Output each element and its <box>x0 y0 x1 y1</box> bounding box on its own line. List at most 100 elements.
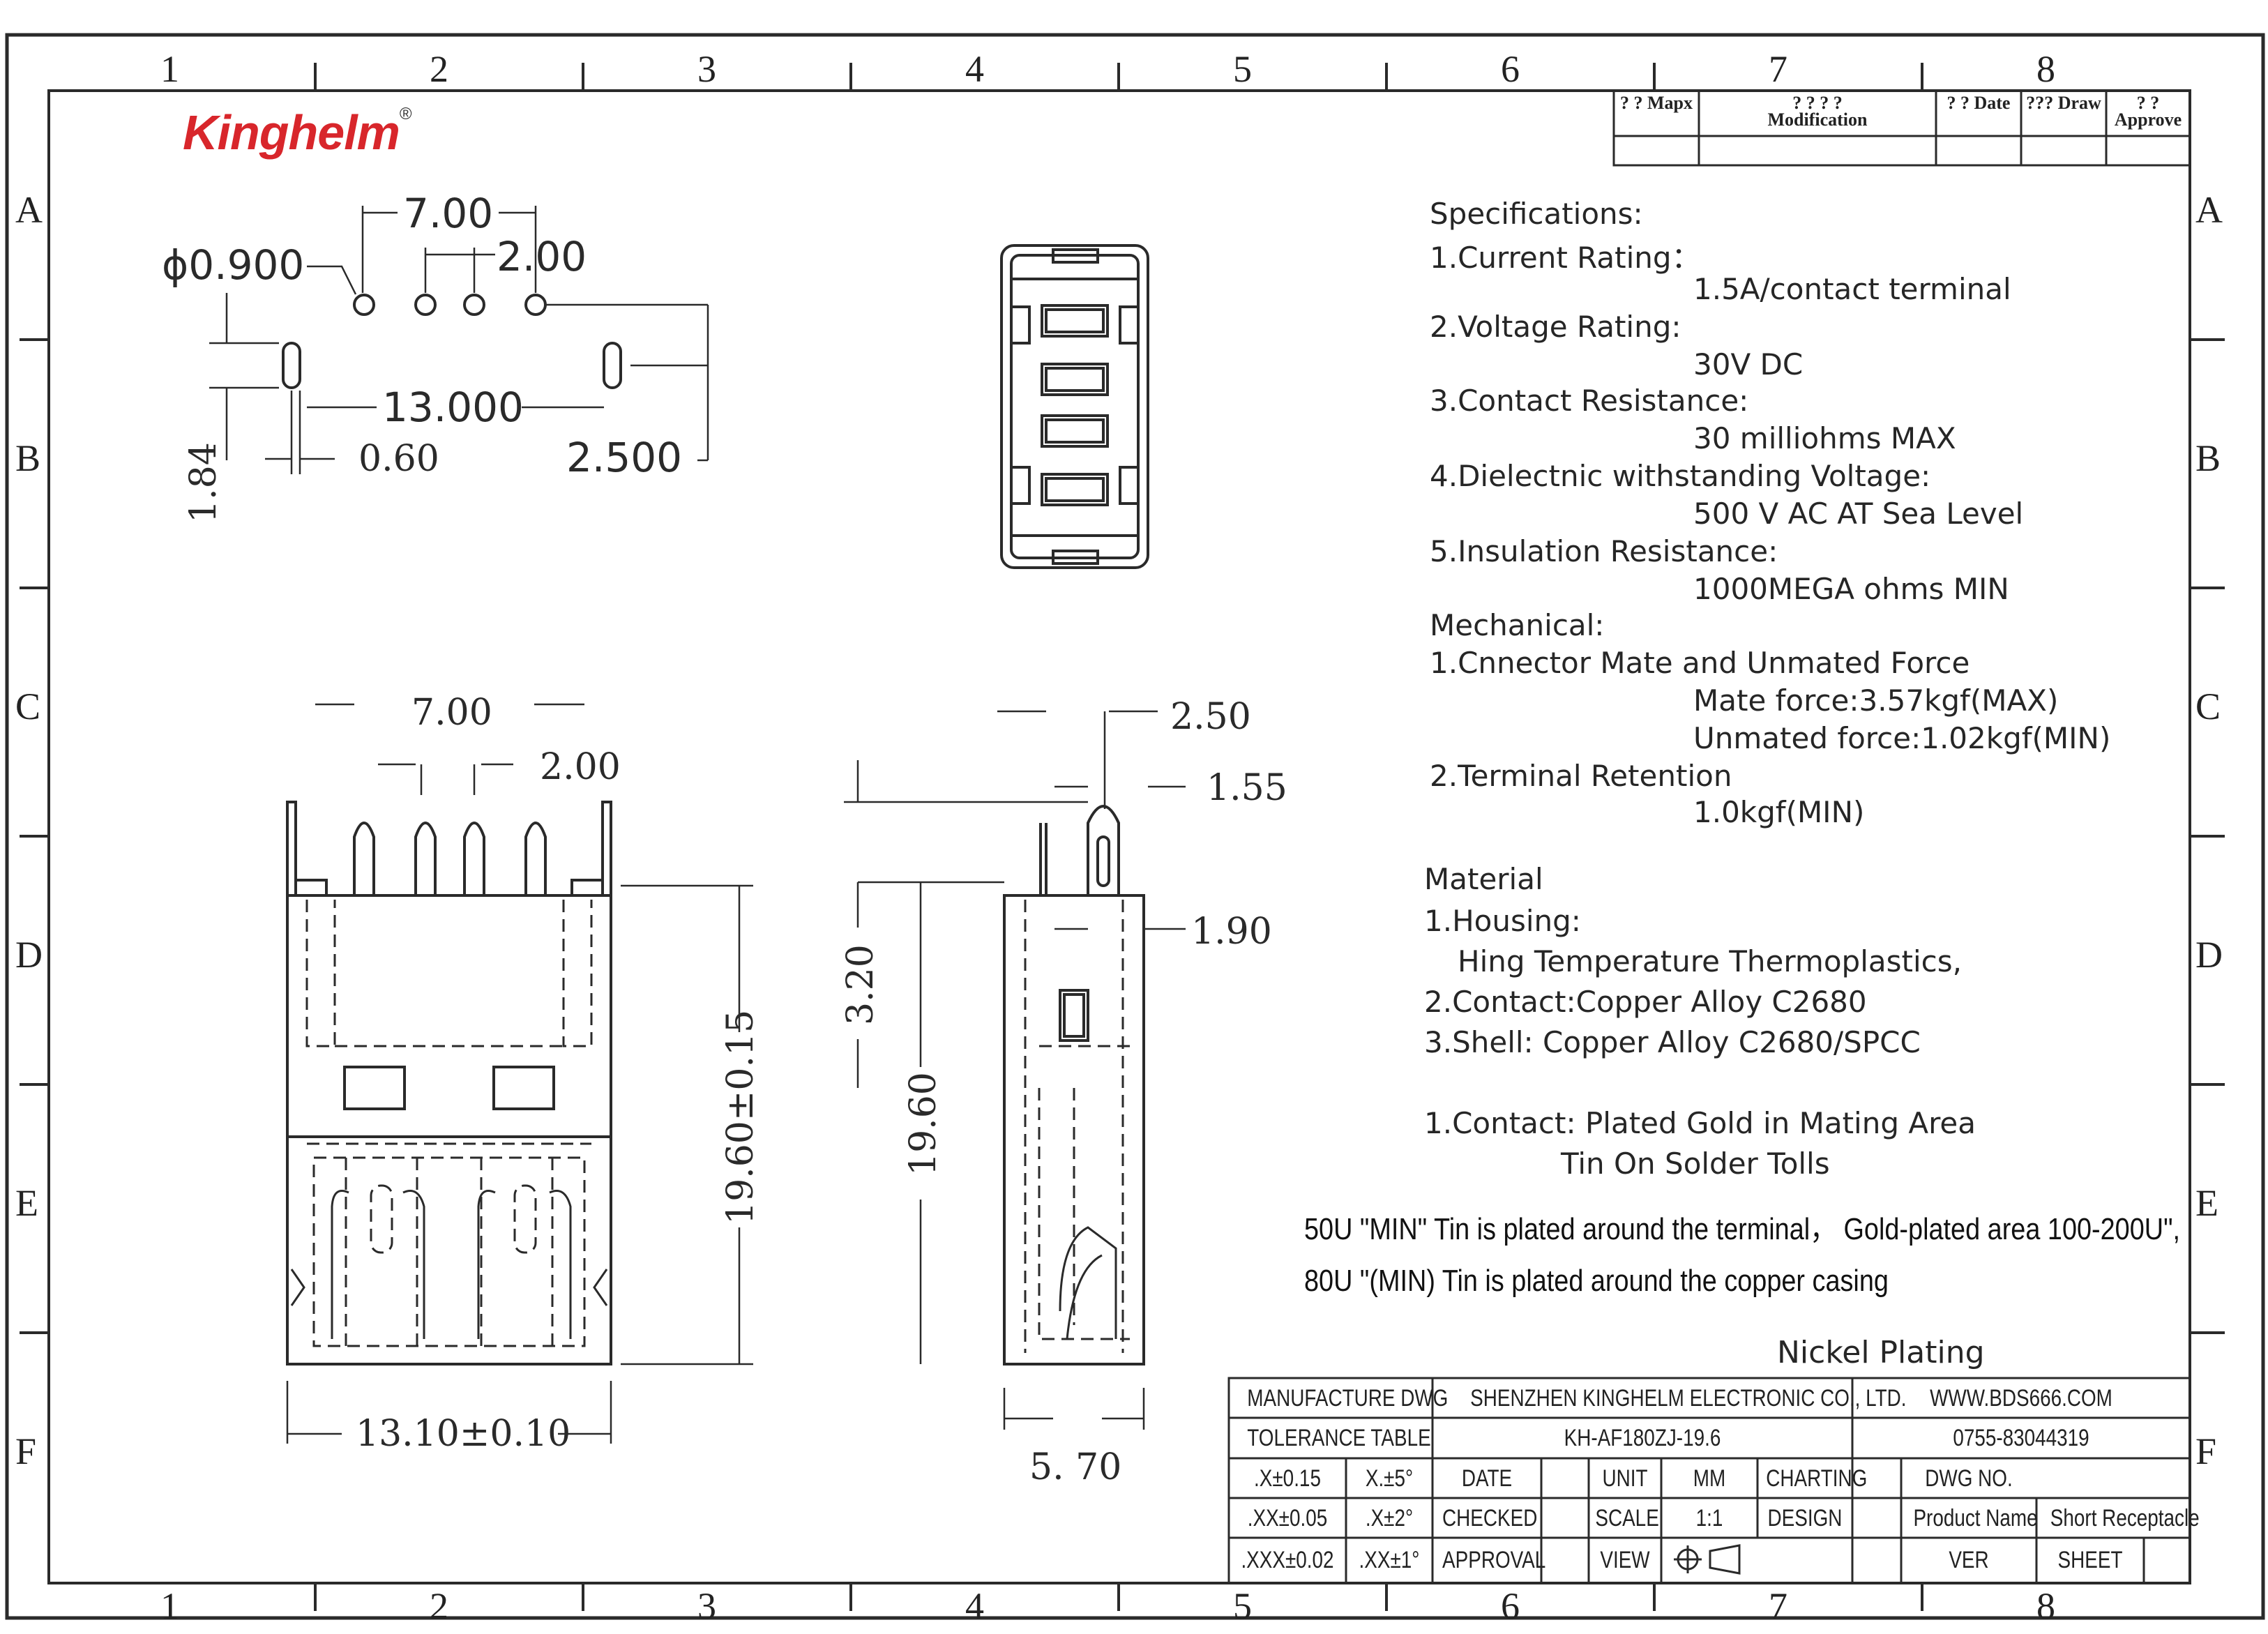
tb-tolerance-table: TOLERANCE TABLE <box>1247 1425 1431 1451</box>
grid-row-a-left: A <box>15 189 43 231</box>
grid-row-f-right: F <box>2195 1430 2217 1472</box>
spec-line: 1.5A/contact terminal <box>1693 272 2011 306</box>
grid-row-d-right: D <box>2195 934 2223 976</box>
rev-header-modification: ? ? ? ? Modification <box>1767 93 1868 130</box>
plating-line: 1.Contact: Plated Gold in Mating Area <box>1424 1106 1976 1140</box>
logo-text: Kinghelm <box>183 105 400 160</box>
grid-col-4-top: 4 <box>965 48 984 90</box>
spec-line: Unmated force:1.02kgf(MIN) <box>1693 721 2111 755</box>
grid-col-7-bottom: 7 <box>1769 1585 1787 1627</box>
front-height: 19.60±0.15 <box>720 1009 762 1225</box>
front-pitch-7: 7.00 <box>411 692 492 734</box>
spec-title: Specifications: <box>1430 197 1643 231</box>
tb-phone: 0755-83044319 <box>1953 1425 2089 1451</box>
grid-col-3-top: 3 <box>697 48 716 90</box>
pcb-pitch-2: 2.00 <box>497 233 587 280</box>
spec-line: 4.Dielectnic withstanding Voltage: <box>1430 459 1931 493</box>
grid-row-e-right: E <box>2195 1182 2218 1224</box>
tb-checked-label: CHECKED <box>1442 1505 1538 1531</box>
pcb-offset-2500: 2.500 <box>566 434 683 481</box>
spec-line: Mechanical: <box>1430 608 1605 642</box>
plating-note: 80U "(MIN) Tin is plated around the copp… <box>1304 1264 1889 1298</box>
side-dim-1-90: 1.90 <box>1191 911 1272 953</box>
pcb-pitch-7: 7.00 <box>403 190 494 237</box>
spec-line: 1.Current Rating： <box>1430 241 1701 275</box>
spec-line: 2.Voltage Rating: <box>1430 310 1681 344</box>
pcb-slot-width: 0.60 <box>358 438 439 480</box>
nickel-plating-label: Nickel Plating <box>1777 1335 1985 1370</box>
pcb-span-13: 13.000 <box>382 384 524 431</box>
tb-dwg-no-label: DWG NO. <box>1925 1465 2013 1492</box>
grid-row-d-left: D <box>15 934 43 976</box>
rev-header-draw: ??? Draw <box>2026 93 2101 113</box>
material-title: Material <box>1424 862 1543 896</box>
material-line: Hing Temperature Thermoplastics, <box>1458 944 1962 978</box>
grid-row-f-left: F <box>15 1430 37 1472</box>
front-width: 13.10±0.10 <box>356 1413 571 1455</box>
front-pitch-2: 2.00 <box>540 746 621 788</box>
revision-table-lines <box>1612 89 2191 167</box>
tb-tol-angle-xx: .X±2° <box>1365 1505 1414 1531</box>
grid-col-3-bottom: 3 <box>697 1585 716 1627</box>
title-block-lines <box>1227 1377 2191 1584</box>
tb-charting-label: CHARTING <box>1766 1465 1868 1492</box>
side-width: 5. 70 <box>1029 1446 1122 1488</box>
grid-col-5-top: 5 <box>1233 48 1252 90</box>
kinghelm-logo: Kinghelm® <box>183 105 412 160</box>
top-view <box>1000 244 1149 569</box>
outer-border <box>5 33 2265 1620</box>
grid-col-2-bottom: 2 <box>430 1585 448 1627</box>
tb-tol-xxx: .XXX±0.02 <box>1241 1547 1334 1573</box>
grid-col-1-top: 1 <box>160 48 179 90</box>
material-line: 1.Housing: <box>1424 904 1581 938</box>
tb-website: WWW.BDS666.COM <box>1930 1385 2112 1412</box>
tb-product-name-label: Product Name <box>1913 1505 2038 1531</box>
side-view <box>1003 805 1145 1366</box>
rev-header-approve: ? ? Approve <box>2114 93 2182 130</box>
plating-line: Tin On Solder Tolls <box>1561 1147 1830 1181</box>
logo-registered-mark: ® <box>399 105 412 123</box>
tb-approval-label: APPROVAL <box>1442 1547 1546 1573</box>
tb-scale-value: 1:1 <box>1695 1505 1723 1531</box>
spec-line: 1000MEGA ohms MIN <box>1693 572 2009 606</box>
grid-row-b-right: B <box>2195 437 2221 479</box>
tb-unit-value: MM <box>1693 1465 1726 1492</box>
projection-symbol-icon <box>1674 1544 1741 1575</box>
spec-line: 30V DC <box>1693 347 1804 381</box>
rev-header-date: ? ? Date <box>1946 93 2011 113</box>
tb-part-number: KH-AF180ZJ-19.6 <box>1564 1425 1721 1451</box>
side-dim-3-20: 3.20 <box>840 944 882 1025</box>
tb-sheet-label: SHEET <box>2057 1547 2123 1573</box>
tb-tol-x: .X±0.15 <box>1254 1465 1321 1492</box>
pcb-layout-view <box>209 206 709 474</box>
dimension-lines <box>286 703 1186 1444</box>
tb-tol-angle-xxx: .XX±1° <box>1359 1547 1420 1573</box>
grid-col-2-top: 2 <box>430 48 448 90</box>
tb-scale-label: SCALE <box>1595 1505 1659 1531</box>
material-line: 3.Shell: Copper Alloy C2680/SPCC <box>1424 1025 1921 1059</box>
spec-line: 2.Terminal Retention <box>1430 759 1732 793</box>
grid-col-6-bottom: 6 <box>1501 1585 1520 1627</box>
front-view <box>286 801 612 1366</box>
grid-row-e-left: E <box>15 1182 38 1224</box>
spec-line: 5.Insulation Resistance: <box>1430 534 1778 568</box>
tb-unit-label: UNIT <box>1602 1465 1648 1492</box>
spec-line: 1.0kgf(MIN) <box>1693 795 1865 829</box>
grid-col-5-bottom: 5 <box>1233 1585 1252 1627</box>
tb-ver-label: VER <box>1949 1547 1989 1573</box>
spec-line: 1.Cnnector Mate and Unmated Force <box>1430 646 1970 680</box>
grid-col-7-top: 7 <box>1769 48 1787 90</box>
pcb-hole-diameter: ϕ0.900 <box>162 241 305 289</box>
side-dim-1-55: 1.55 <box>1207 767 1287 809</box>
grid-col-6-top: 6 <box>1501 48 1520 90</box>
grid-col-8-top: 8 <box>2036 48 2055 90</box>
grid-row-a-right: A <box>2195 189 2223 231</box>
tb-date-label: DATE <box>1461 1465 1513 1492</box>
plating-note: 50U "MIN" Tin is plated around the termi… <box>1304 1212 2181 1246</box>
rev-header-mapx: ? ? Mapx <box>1620 93 1693 113</box>
grid-row-b-left: B <box>15 437 41 479</box>
grid-row-c-right: C <box>2195 686 2221 727</box>
tb-company-name: SHENZHEN KINGHELM ELECTRONIC CO., LTD. <box>1470 1385 1907 1412</box>
grid-col-4-bottom: 4 <box>965 1585 984 1627</box>
